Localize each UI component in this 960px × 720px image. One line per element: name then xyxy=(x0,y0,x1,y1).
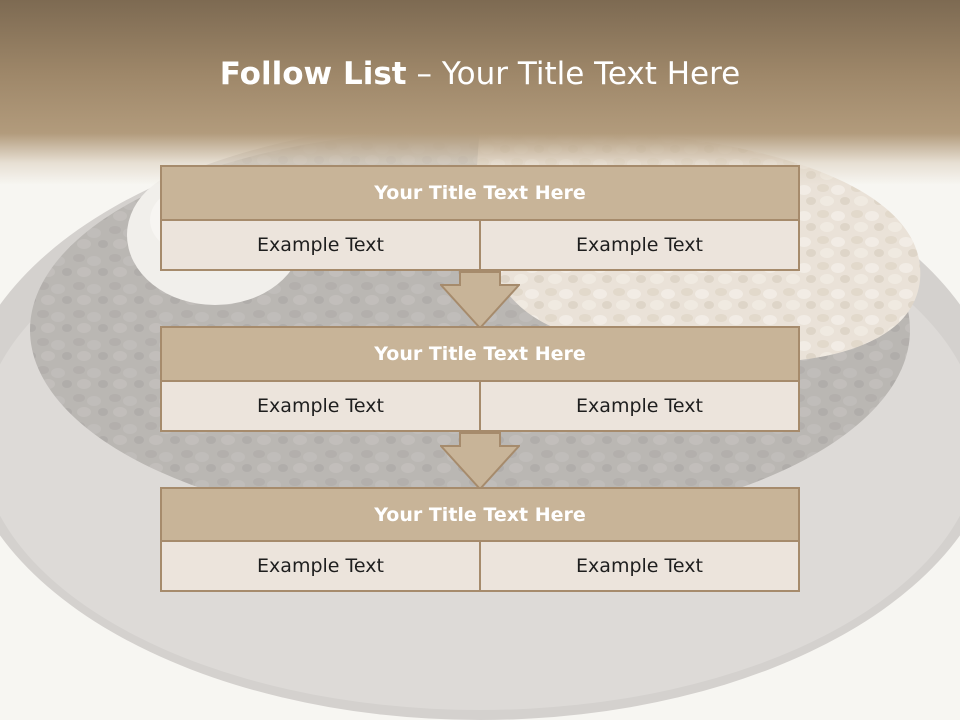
header-band xyxy=(0,0,960,185)
slide-title-rest: – Your Title Text Here xyxy=(406,56,741,92)
card-cell-right: Example Text xyxy=(479,382,798,430)
down-arrow-icon xyxy=(440,271,520,329)
down-arrow-icon xyxy=(440,432,520,490)
step-card-3: Your Title Text Here Example Text Exampl… xyxy=(160,487,800,592)
card-row: Example Text Example Text xyxy=(160,542,800,592)
card-cell-left: Example Text xyxy=(162,382,479,430)
slide-title-strong: Follow List xyxy=(219,56,407,92)
step-card-2: Your Title Text Here Example Text Exampl… xyxy=(160,326,800,432)
slide-title: Follow List – Your Title Text Here xyxy=(0,52,960,96)
card-title: Your Title Text Here xyxy=(160,165,800,221)
card-cell-right: Example Text xyxy=(479,221,798,269)
card-title: Your Title Text Here xyxy=(160,326,800,382)
step-card-1: Your Title Text Here Example Text Exampl… xyxy=(160,165,800,271)
card-cell-left: Example Text xyxy=(162,221,479,269)
card-row: Example Text Example Text xyxy=(160,382,800,432)
card-title: Your Title Text Here xyxy=(160,487,800,542)
card-row: Example Text Example Text xyxy=(160,221,800,271)
card-cell-left: Example Text xyxy=(162,542,479,590)
card-cell-right: Example Text xyxy=(479,542,798,590)
